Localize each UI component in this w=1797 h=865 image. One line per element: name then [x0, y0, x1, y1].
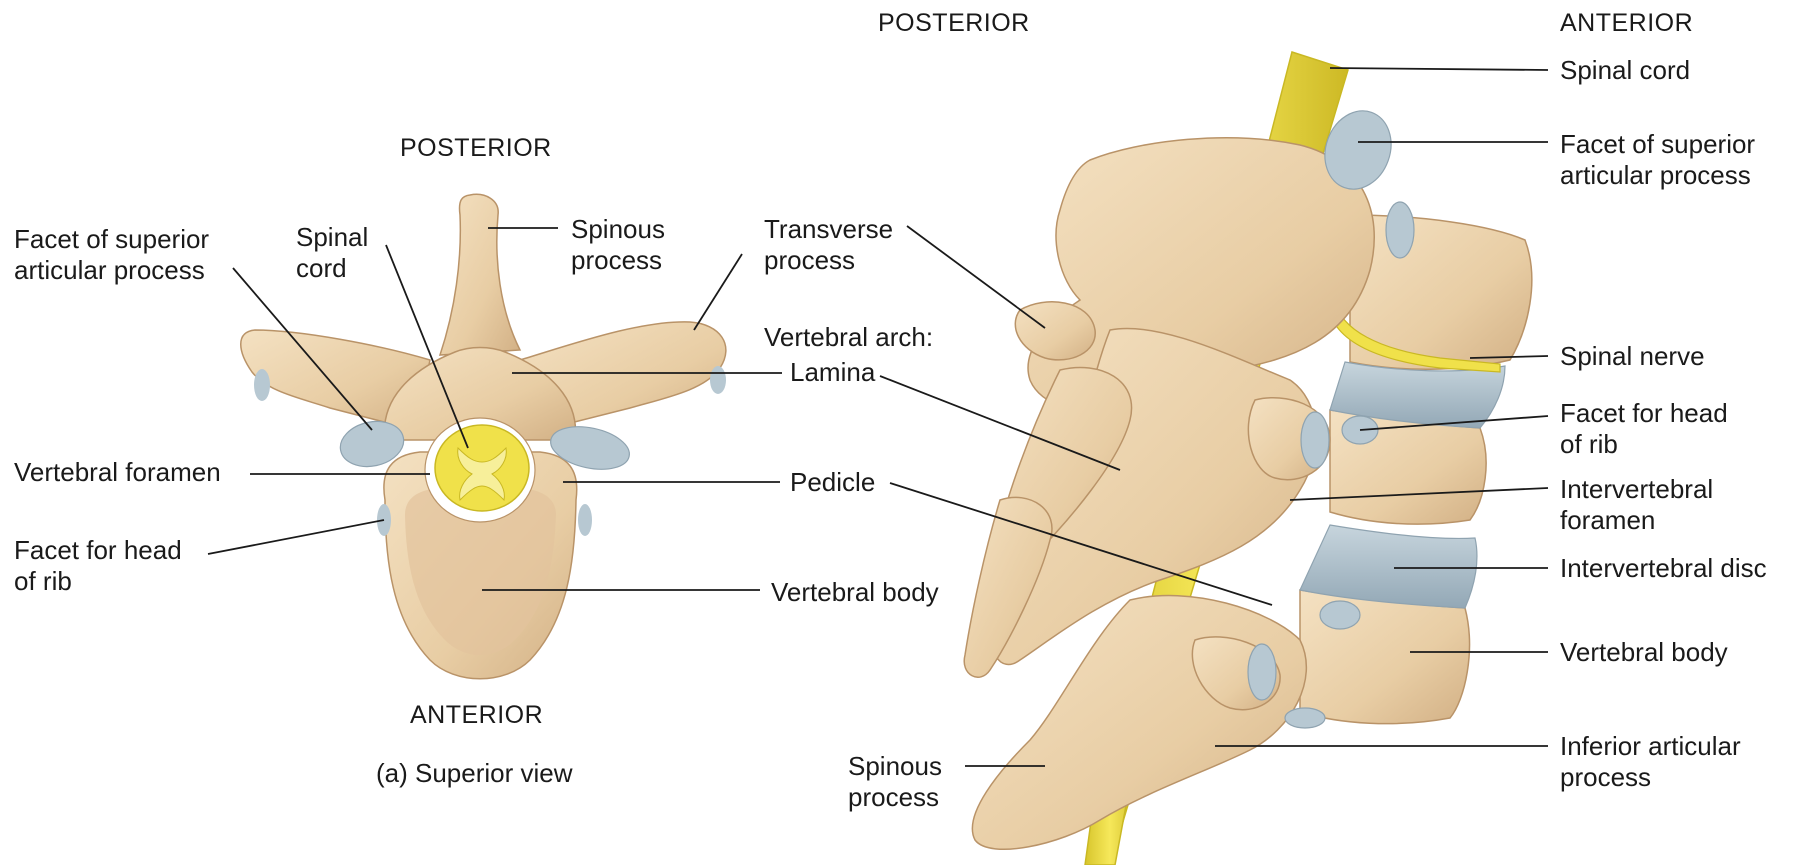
- upper-transverse-facet: [1386, 202, 1414, 258]
- superior-view-caption: (a) Superior view: [376, 758, 573, 789]
- label-facet-head-rib-b: Facet for head of rib: [1560, 398, 1728, 460]
- label-vertebral-body-a: Vertebral body: [771, 577, 939, 608]
- right-rib-facet: [578, 504, 592, 536]
- superior-anterior-label: ANTERIOR: [410, 700, 543, 731]
- label-lamina: Lamina: [790, 357, 875, 388]
- label-spinal-nerve-b: Spinal nerve: [1560, 341, 1705, 372]
- lateral-anterior-label: ANTERIOR: [1560, 8, 1693, 39]
- label-inferior-articular-process-b: Inferior articular process: [1560, 731, 1741, 793]
- lateral-posterior-label: POSTERIOR: [878, 8, 1030, 39]
- lateral-view-column: [964, 52, 1532, 865]
- left-transverse-facet: [254, 369, 270, 401]
- label-vertebral-foramen: Vertebral foramen: [14, 457, 221, 488]
- label-facet-head-rib-a: Facet for head of rib: [14, 535, 182, 597]
- right-transverse-facet: [710, 366, 726, 394]
- label-transverse-process: Transverse process: [764, 214, 893, 276]
- leader-rib-facet-a: [208, 520, 384, 554]
- spinous-process: [440, 194, 520, 355]
- leader-spinal-cord-b: [1330, 68, 1548, 70]
- upper-transverse-knob: [1015, 302, 1095, 360]
- leader-transverse-a: [694, 254, 742, 330]
- label-spinous-process-a: Spinous process: [571, 214, 665, 276]
- label-facet-superior-articular-b: Facet of superior articular process: [1560, 129, 1755, 191]
- label-intervertebral-disc-b: Intervertebral disc: [1560, 553, 1767, 584]
- label-vertebral-body-b: Vertebral body: [1560, 637, 1728, 668]
- label-spinal-cord-a: Spinal cord: [296, 222, 368, 284]
- middle-rib-facet: [1320, 601, 1360, 629]
- label-spinal-cord-b: Spinal cord: [1560, 55, 1690, 86]
- lower-body-facet: [1285, 708, 1325, 728]
- lower-facet: [1248, 644, 1276, 700]
- leader-transverse-b: [907, 226, 1045, 328]
- label-pedicle: Pedicle: [790, 467, 875, 498]
- middle-facet: [1301, 412, 1329, 468]
- superior-posterior-label: POSTERIOR: [400, 133, 552, 164]
- label-intervertebral-foramen-b: Intervertebral foramen: [1560, 474, 1713, 536]
- label-vertebral-arch: Vertebral arch:: [764, 322, 933, 353]
- label-spinous-process-b: Spinous process: [848, 751, 942, 813]
- label-facet-superior-articular-a: Facet of superior articular process: [14, 224, 209, 286]
